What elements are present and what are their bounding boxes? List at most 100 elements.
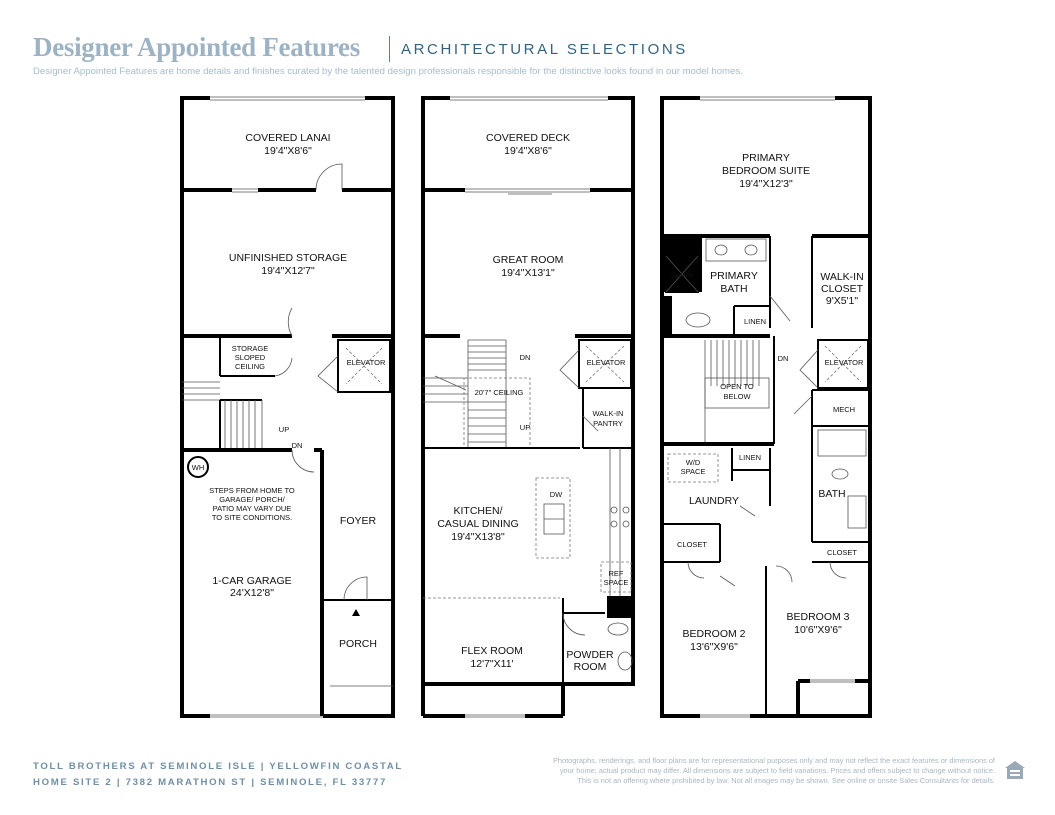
svg-text:24'X12'8": 24'X12'8" [230, 587, 274, 599]
floor3-stairs [704, 340, 770, 444]
svg-text:GARAGE/ PORCH/: GARAGE/ PORCH/ [219, 495, 285, 504]
bedroom2-size: 13'6"X9'6" [690, 641, 738, 653]
svg-text:ELEVATOR: ELEVATOR [825, 358, 864, 367]
floor1-stairs [182, 381, 263, 448]
page-header: Designer Appointed Features ARCHITECTURA… [33, 32, 1035, 82]
mech-label: MECH [833, 405, 855, 414]
flex-name: FLEX ROOM [461, 645, 523, 657]
lanai-name: COVERED LANAI [245, 132, 330, 144]
floor2-up: UP [520, 423, 530, 432]
ref-space-2: SPACE [604, 578, 629, 587]
disclaimer-line-3: This is not an offering where prohibited… [577, 776, 995, 785]
deck-size: 19'4"X8'6" [504, 145, 552, 157]
storage-sloped-1: STORAGE [232, 344, 269, 353]
svg-text:WALK-IN: WALK-IN [593, 409, 624, 418]
svg-text:WALK-IN: WALK-IN [820, 271, 863, 283]
floor-3 [660, 96, 872, 718]
bath-label: BATH [818, 488, 845, 500]
foyer-label: FOYER [340, 515, 377, 527]
walkin-2: CLOSET [821, 283, 864, 295]
ref-space-1: REF [609, 569, 624, 578]
lanai-size: 19'4"X8'6" [264, 145, 312, 157]
svg-text:OPEN TO: OPEN TO [720, 382, 754, 391]
svg-text:BATH: BATH [720, 283, 747, 295]
shwr-label: SHWR [671, 271, 694, 280]
floor2-outline [421, 96, 635, 686]
ceiling-label: 20'7" CEILING [475, 388, 524, 397]
svg-text:19'4"X13'8": 19'4"X13'8" [451, 531, 505, 543]
svg-text:BELOW: BELOW [723, 392, 751, 401]
laundry-label: LAUNDRY [689, 495, 739, 507]
svg-text:STORAGE: STORAGE [232, 344, 269, 353]
svg-text:CLOSET: CLOSET [677, 540, 707, 549]
kitchen-name-2: CASUAL DINING [437, 518, 518, 530]
svg-text:PRIMARY: PRIMARY [710, 270, 758, 282]
svg-text:DN: DN [778, 354, 789, 363]
svg-text:9'X5'1": 9'X5'1" [826, 295, 859, 307]
svg-text:POWDER: POWDER [566, 649, 614, 661]
svg-text:12'7"X11': 12'7"X11' [470, 658, 513, 670]
powder-2: ROOM [574, 661, 607, 673]
svg-text:UP: UP [279, 425, 289, 434]
wd-space-2: SPACE [681, 467, 706, 476]
svg-text:13'6"X9'6": 13'6"X9'6" [690, 641, 738, 653]
pantry-1: WALK-IN [593, 409, 624, 418]
kitchen-name-1: KITCHEN/ [453, 505, 502, 517]
svg-text:TO SITE CONDITIONS.: TO SITE CONDITIONS. [212, 513, 292, 522]
primary-bath-2: BATH [720, 283, 747, 295]
svg-text:DW: DW [550, 490, 563, 499]
svg-text:CEILING: CEILING [235, 362, 265, 371]
svg-text:LINEN: LINEN [744, 317, 766, 326]
floor-1 [180, 96, 395, 718]
svg-text:20'7" CEILING: 20'7" CEILING [475, 388, 524, 397]
svg-text:PATIO MAY VARY DUE: PATIO MAY VARY DUE [213, 504, 292, 513]
svg-text:10'6"X9'6": 10'6"X9'6" [794, 624, 842, 636]
svg-text:SPACE: SPACE [604, 578, 629, 587]
open-below-2: BELOW [723, 392, 751, 401]
primary-bath-1: PRIMARY [710, 270, 758, 282]
steps-note-3: PATIO MAY VARY DUE [213, 504, 292, 513]
closet1-label: CLOSET [677, 540, 707, 549]
page-description: Designer Appointed Features are home det… [33, 66, 743, 77]
pantry-2: PANTRY [593, 419, 623, 428]
svg-text:KITCHEN/: KITCHEN/ [453, 505, 502, 517]
flex-size: 12'7"X11' [470, 658, 513, 670]
floor-plans: .w { stroke:#000; stroke-width:4; fill:n… [180, 96, 872, 718]
svg-text:COVERED DECK: COVERED DECK [486, 132, 570, 144]
svg-text:PORCH: PORCH [339, 638, 377, 650]
svg-text:FLEX ROOM: FLEX ROOM [461, 645, 523, 657]
floor-plan-drawing: .w { stroke:#000; stroke-width:4; fill:n… [180, 96, 872, 718]
storage-sloped-3: CEILING [235, 362, 265, 371]
closet2-label: CLOSET [827, 548, 857, 557]
great-room-name: GREAT ROOM [493, 254, 564, 266]
great-room-size: 19'4"X13'1" [501, 267, 555, 279]
svg-text:MECH: MECH [833, 405, 855, 414]
steps-note-2: GARAGE/ PORCH/ [219, 495, 285, 504]
title-divider [389, 36, 390, 62]
footer-disclaimer: Photographs, renderings, and floor plans… [515, 756, 995, 786]
floor1-dn: DN [292, 441, 303, 450]
floor-2 [421, 96, 635, 718]
dw-label: DW [550, 490, 563, 499]
page-title: Designer Appointed Features [33, 32, 360, 62]
walkin-size: 9'X5'1" [826, 295, 859, 307]
floor3-elevator: ELEVATOR [825, 358, 864, 367]
svg-text:LAUNDRY: LAUNDRY [689, 495, 739, 507]
svg-text:SLOPED: SLOPED [235, 353, 266, 362]
svg-text:DN: DN [292, 441, 303, 450]
footer-line-2: HOME SITE 2 | 7382 MARATHON ST | SEMINOL… [33, 777, 388, 788]
svg-text:COVERED LANAI: COVERED LANAI [245, 132, 330, 144]
wh-label: WH [192, 463, 205, 472]
svg-text:CLOSET: CLOSET [821, 283, 864, 295]
svg-text:UP: UP [520, 423, 530, 432]
garage-size: 24'X12'8" [230, 587, 274, 599]
primary-suite-size: 19'4"X12'3" [739, 178, 793, 190]
svg-text:ELEVATOR: ELEVATOR [347, 358, 386, 367]
deck-name: COVERED DECK [486, 132, 570, 144]
floor2-dn: DN [520, 353, 531, 362]
svg-text:19'4"X8'6": 19'4"X8'6" [264, 145, 312, 157]
bedroom3-size: 10'6"X9'6" [794, 624, 842, 636]
steps-note-4: TO SITE CONDITIONS. [212, 513, 292, 522]
svg-text:FOYER: FOYER [340, 515, 377, 527]
storage-sloped-2: SLOPED [235, 353, 266, 362]
